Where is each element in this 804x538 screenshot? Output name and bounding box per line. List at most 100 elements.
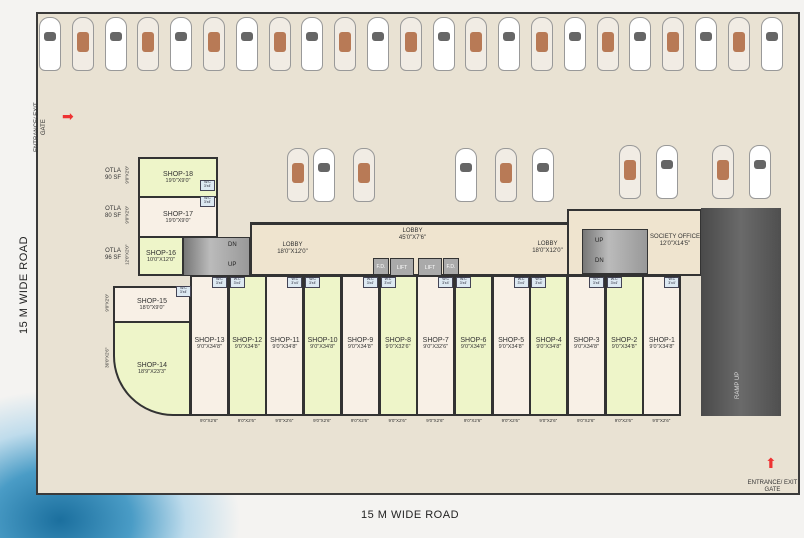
shop-frontage: 9'0"X2'6" — [350, 418, 369, 423]
depth-18: 9'0"X2'0" — [124, 165, 130, 184]
parked-car-icon — [432, 17, 455, 71]
shop-name: SHOP-5 — [498, 337, 525, 344]
parked-car-icon — [170, 17, 193, 71]
parked-car-icon — [455, 148, 477, 202]
lobby-size: 45'0"X7'6" — [398, 235, 427, 242]
shop-name: SHOP-16 — [146, 249, 176, 257]
shop-size: 9'0"X34'8" — [574, 344, 599, 350]
parked-car-icon — [498, 17, 521, 71]
shop-name: SHOP-6 — [460, 337, 487, 344]
shop-name: SHOP-9 — [347, 337, 374, 344]
shop-size: 18'9"X23'3" — [137, 369, 167, 375]
fire-duct-left: F.D. — [373, 258, 389, 275]
lobby-name: LOBBY — [537, 241, 558, 247]
shop-size: 9'0"X34'8" — [611, 344, 637, 350]
parked-car-icon — [353, 148, 375, 202]
shop-name: SHOP-13 — [194, 337, 225, 344]
depth-16: 12'0"X2'0" — [124, 244, 130, 265]
bottom-right-gate-label: ENTRANCE/ EXIT GATE — [747, 480, 798, 494]
wc-room: W.C 3'x4' — [362, 277, 378, 288]
parked-car-icon — [268, 17, 291, 71]
stair-right-up: UP — [595, 238, 604, 244]
shop-size: 9'0"X34'8" — [460, 344, 486, 350]
wc-room: W.C 3'x4' — [513, 277, 529, 288]
parked-car-icon — [695, 17, 717, 71]
shop-name: SHOP-14 — [137, 362, 167, 369]
lobby-name: LOBBY — [282, 242, 303, 248]
wc-room: W.C 3'x4' — [664, 277, 680, 288]
otla-16: OTLA 96 SF — [104, 248, 121, 262]
parked-car-icon — [531, 17, 553, 71]
shop-name: SHOP-12 — [232, 337, 263, 344]
society-office-name: SOCIETY OFFICE — [650, 234, 700, 240]
parked-car-icon — [662, 17, 685, 71]
shop-size: 9'0"X34'8" — [347, 344, 373, 350]
ramp — [701, 208, 781, 416]
shop-size: 9'0"X34'8" — [536, 344, 562, 350]
shop-name: SHOP-18 — [163, 171, 193, 178]
otla-18: OTLA 90 SF — [104, 168, 121, 182]
shop-name: SHOP-10 — [307, 337, 338, 344]
parked-car-icon — [629, 17, 652, 71]
wc-room: W.C 3'x4' — [589, 277, 604, 288]
parked-car-icon — [619, 145, 641, 199]
parked-car-icon — [104, 17, 127, 71]
lobby-size: 18'0"X12'0" — [532, 248, 563, 255]
shop-frontage: 9'0"X2'6" — [501, 418, 520, 423]
lobby-name: LOBBY — [402, 228, 423, 234]
parked-car-icon — [399, 17, 422, 71]
parked-car-icon — [287, 148, 309, 202]
shop-frontage: 9'0"X2'6" — [313, 418, 332, 423]
shop-size: 9'0"X34'8" — [197, 344, 222, 350]
stair-left-up: UP — [228, 262, 237, 268]
shop-frontage: 9'0"X2'6" — [275, 418, 294, 423]
shop-name: SHOP-7 — [422, 337, 449, 344]
shop-size: 19'0"X9'0" — [165, 178, 191, 184]
depth-17: 9'0"X2'0" — [124, 205, 130, 224]
shop-size: 9'0"X34'8" — [272, 344, 298, 350]
parked-car-icon — [749, 145, 771, 199]
parked-car-icon — [367, 17, 389, 71]
shop-size: 18'0"X9'0" — [139, 305, 165, 311]
parked-car-icon — [760, 17, 783, 71]
shop-size: 9'0"X32'6" — [423, 344, 449, 350]
parked-car-icon — [39, 17, 61, 71]
bottom-road-label: 15 M WIDE ROAD — [360, 509, 460, 521]
entrance-arrow-icon: ➡ — [62, 108, 74, 124]
parked-car-icon — [532, 148, 554, 202]
lobby-size: 18'0"X12'0" — [277, 249, 308, 256]
shop-frontage: 9'0"X2'6" — [388, 418, 407, 423]
shop-frontage: 9'0"X2'6" — [426, 418, 445, 423]
shop-frontage: 9'0"X2'6" — [577, 418, 595, 423]
wc-room: W.C 3'x4' — [287, 277, 303, 288]
shop-name: SHOP-11 — [270, 337, 300, 344]
wc-room: W.C 3'x4' — [176, 286, 191, 297]
parked-car-icon — [495, 148, 517, 202]
parked-car-icon — [656, 145, 678, 199]
wc-room: W.C 3'x4' — [455, 277, 471, 288]
shop-name: SHOP-4 — [535, 337, 562, 344]
parked-car-icon — [235, 17, 258, 71]
parked-car-icon — [334, 17, 357, 71]
parked-car-icon — [465, 17, 488, 71]
shop-frontage: 9'0"X2'6" — [200, 418, 218, 423]
shop-size: 10'0"X12'0" — [146, 256, 176, 263]
stair-right-dn: DN — [595, 258, 604, 264]
top-left-gate-label: ENTRANCE/ EXIT GATE — [33, 102, 47, 153]
